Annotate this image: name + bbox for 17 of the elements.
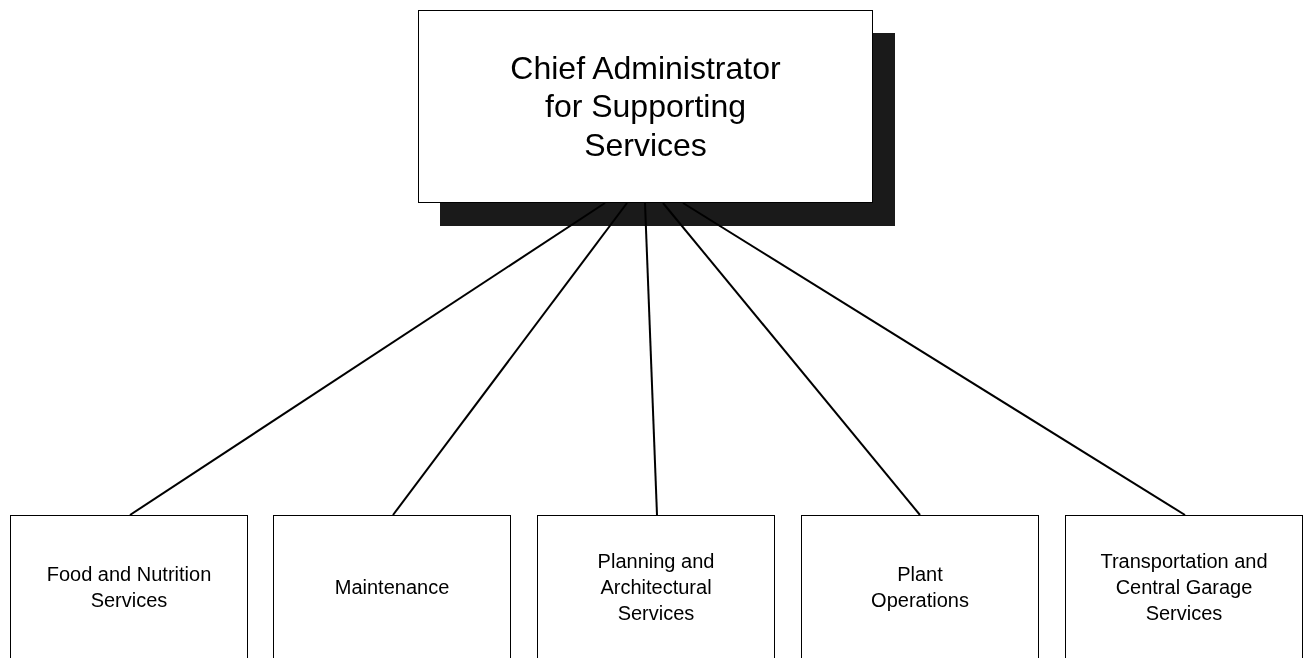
department-box [10, 515, 248, 658]
connector-line [682, 202, 1186, 516]
department-box [801, 515, 1039, 658]
connector-line [662, 202, 921, 516]
box-title: Planning and Architectural Services [596, 549, 716, 626]
executive-box [418, 10, 873, 203]
department-box [537, 515, 775, 658]
connector-line [129, 202, 606, 516]
box-title: Maintenance [334, 575, 450, 600]
box-title: Food and Nutrition Services [45, 562, 213, 613]
box-title: Chief Administrator for Supporting Services [509, 48, 782, 165]
connector-line [392, 202, 628, 516]
box-title: Transportation and Central Garage Services [1099, 549, 1269, 626]
department-box [273, 515, 511, 658]
box-title: Plant Operations [870, 562, 970, 613]
connector-line [644, 202, 658, 516]
department-box [1065, 515, 1303, 658]
